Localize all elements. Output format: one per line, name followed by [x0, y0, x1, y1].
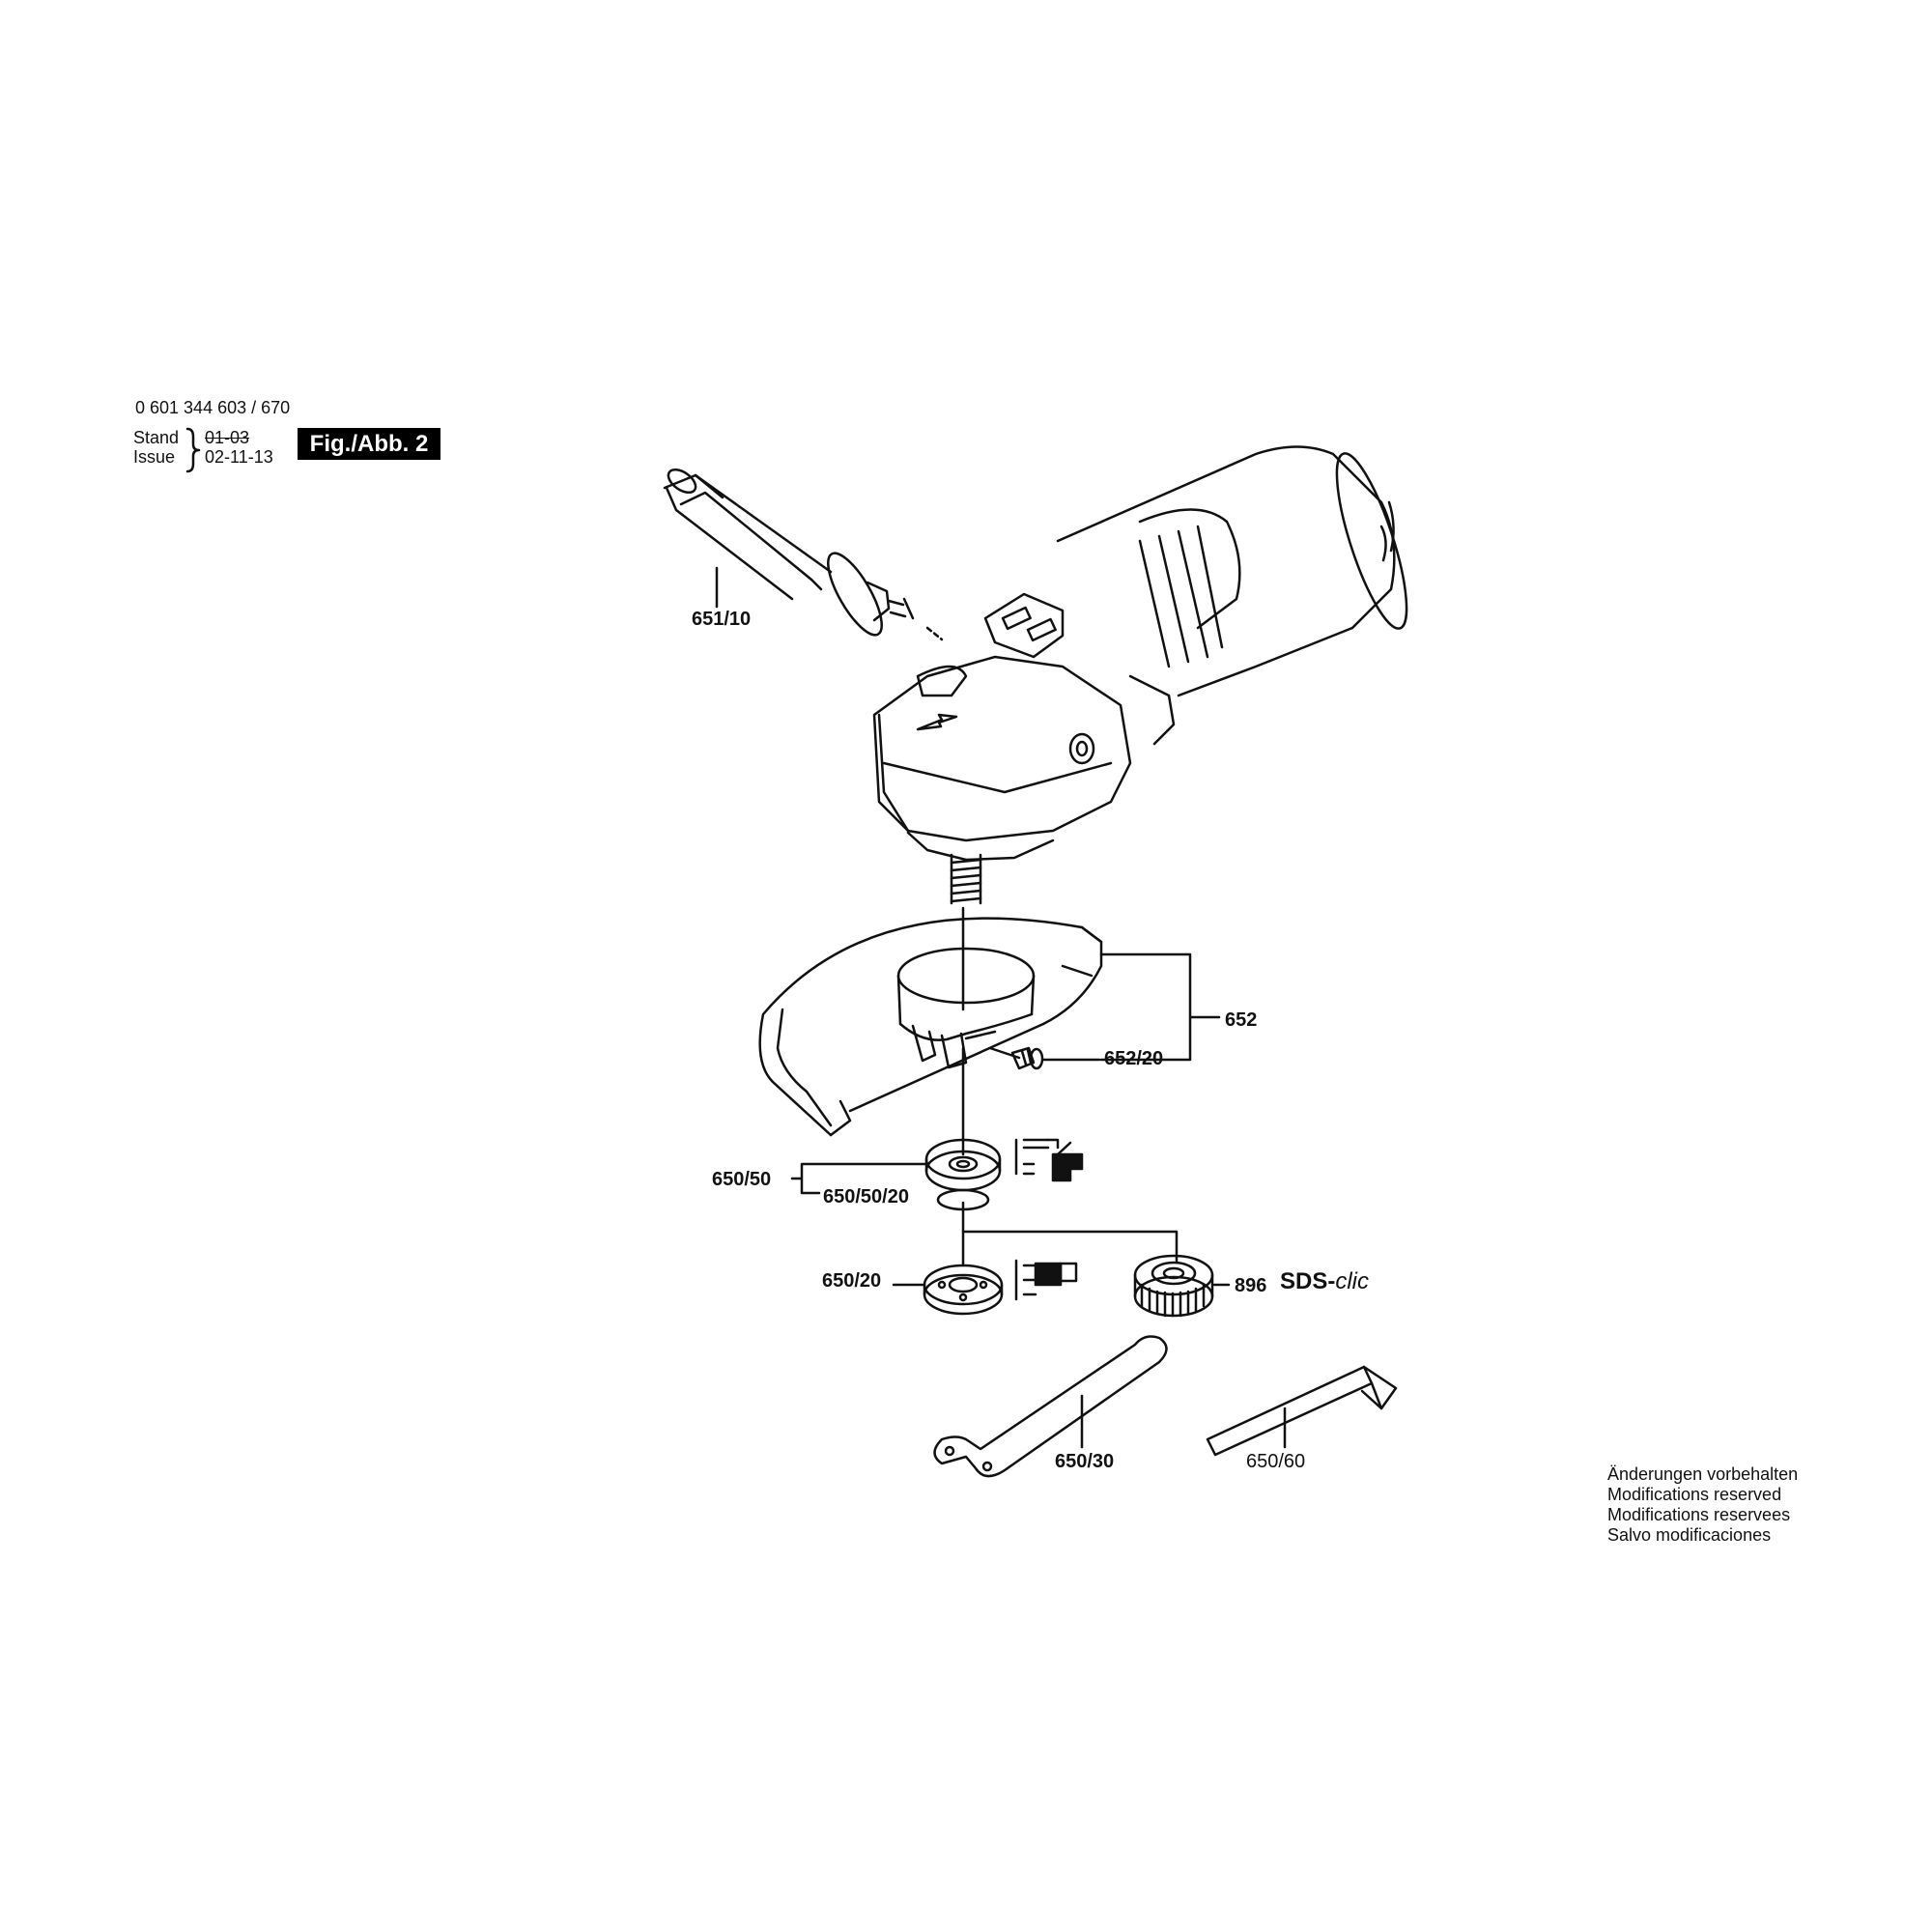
notice-line-3: Modifications reservees [1607, 1505, 1791, 1524]
callout-650-20: 650/20 [822, 1270, 882, 1292]
notice-line-2: Modifications reserved [1607, 1485, 1782, 1504]
wheel-guard [758, 917, 1103, 1137]
stand-label: Stand [133, 428, 180, 447]
leader-896 [961, 1230, 1179, 1263]
notice-line-4: Salvo modificaciones [1607, 1525, 1772, 1545]
auxiliary-handle [663, 468, 944, 641]
callout-652: 652 [1225, 1009, 1258, 1031]
spanner-wrench [933, 1335, 1168, 1478]
part-number: 0 601 344 603 / 670 [135, 398, 291, 417]
sds-clic: clic [1335, 1268, 1370, 1294]
sds-clic-logo: SDS-clic [1280, 1268, 1369, 1295]
clamping-nut [923, 1264, 1004, 1316]
figure-label: Fig./Abb. 2 [298, 428, 440, 460]
allen-key [1206, 1365, 1398, 1457]
callout-651-10: 651/10 [692, 609, 752, 630]
notice-line-1: Änderungen vorbehalten [1607, 1464, 1799, 1484]
leader-652 [1099, 952, 1221, 1062]
angle-grinder-body [872, 445, 1408, 905]
issue-value: 02-11-13 [205, 447, 273, 467]
stand-value: 01-03 [205, 428, 250, 447]
callout-896: 896 [1235, 1275, 1267, 1296]
nut-section-icon [1014, 1259, 1078, 1301]
o-ring [936, 1188, 990, 1211]
issue-label: Issue [133, 447, 176, 467]
flange-section-icon-1 [1014, 1138, 1084, 1182]
callout-650-30: 650/30 [1055, 1451, 1115, 1472]
quick-clamping-nut [1133, 1254, 1214, 1318]
callout-650-50-20: 650/50/20 [823, 1186, 909, 1208]
callout-650-60: 650/60 [1246, 1451, 1306, 1472]
mounting-flange [924, 1138, 1002, 1192]
clamp-screw [988, 1046, 1044, 1070]
header-brace [185, 427, 201, 473]
sds-prefix: SDS- [1280, 1268, 1336, 1294]
callout-650-50: 650/50 [712, 1169, 772, 1190]
leader-650-50 [790, 1162, 927, 1195]
